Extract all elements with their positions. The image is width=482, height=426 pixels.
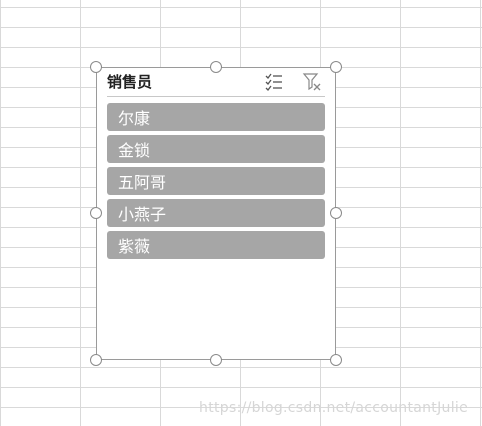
slicer-item[interactable]: 尔康 xyxy=(107,103,325,131)
slicer-title: 销售员 xyxy=(107,73,153,91)
resize-handle-bottom-left[interactable] xyxy=(90,354,102,366)
resize-handle-top[interactable] xyxy=(210,61,222,73)
watermark: https://blog.csdn.net/accountantJulie xyxy=(199,400,468,416)
multi-select-button[interactable] xyxy=(263,71,285,93)
slicer-item[interactable]: 五阿哥 xyxy=(107,167,325,195)
resize-handle-top-left[interactable] xyxy=(90,61,102,73)
slicer-header: 销售员 xyxy=(107,68,325,97)
slicer-item[interactable]: 金锁 xyxy=(107,135,325,163)
resize-handle-bottom[interactable] xyxy=(210,354,222,366)
clear-filter-icon xyxy=(302,73,321,91)
slicer-item[interactable]: 小燕子 xyxy=(107,199,325,227)
clear-filter-button[interactable] xyxy=(301,71,323,93)
multi-select-icon xyxy=(265,73,282,91)
slicer-item-list: 尔康 金锁 五阿哥 小燕子 紫薇 xyxy=(107,103,325,259)
resize-handle-bottom-right[interactable] xyxy=(330,354,342,366)
slicer-item[interactable]: 紫薇 xyxy=(107,231,325,259)
resize-handle-top-right[interactable] xyxy=(330,61,342,73)
slicer-panel[interactable]: 销售员 尔康 金锁 五阿哥 小燕子 紫薇 xyxy=(96,67,336,360)
resize-handle-right[interactable] xyxy=(330,207,342,219)
resize-handle-left[interactable] xyxy=(90,207,102,219)
